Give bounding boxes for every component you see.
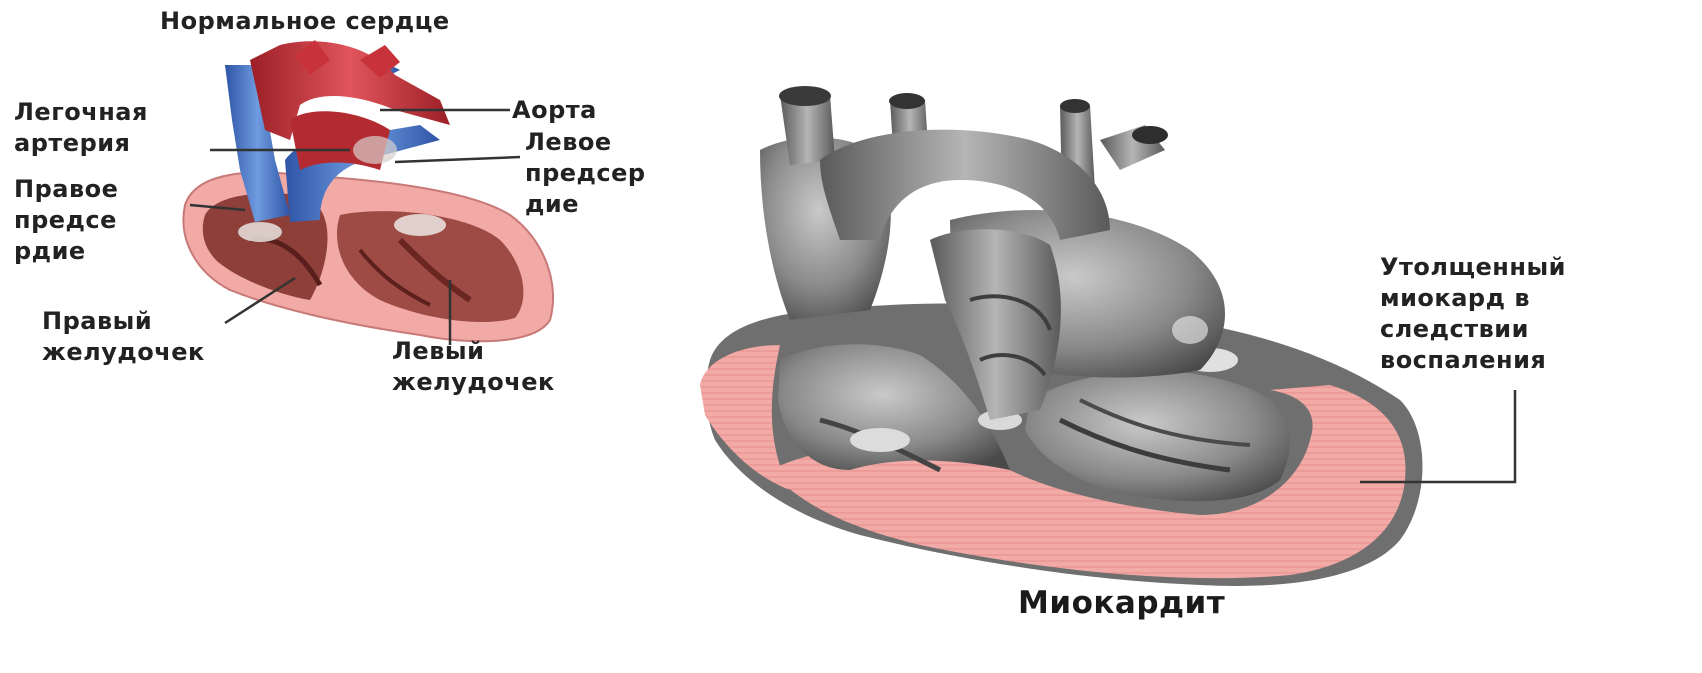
label-left-ventricle: Левый желудочек [392,336,555,398]
title-normal-heart: Нормальное сердце [160,6,450,37]
pointer-left-atrium [395,157,520,162]
label-left-atrium: Левое предсер дие [525,127,646,220]
label-thickened-myocardium-line4: воспаления [1380,345,1566,376]
label-right-atrium: Правое предсе рдие [14,174,118,267]
title-myocarditis: Миокардит [1018,588,1225,619]
label-right-atrium-line1: Правое [14,174,118,205]
label-right-atrium-line2: предсе [14,205,118,236]
label-left-ventricle-line1: Левый [392,336,555,367]
myocarditis-heart-illustration [700,86,1423,586]
label-pulmonary-artery-line2: артерия [14,128,148,159]
label-right-ventricle-line2: желудочек [42,337,205,368]
label-right-atrium-line3: рдие [14,236,118,267]
label-thickened-myocardium: Утолщенный миокард в следствии воспалени… [1380,252,1566,376]
label-left-atrium-line3: дие [525,189,646,220]
label-left-atrium-line2: предсер [525,158,646,189]
label-pulmonary-artery-line1: Легочная [14,97,148,128]
label-left-atrium-line1: Левое [525,127,646,158]
label-right-ventricle: Правый желудочек [42,306,205,368]
normal-heart-illustration [183,40,553,341]
label-aorta: Аорта [512,95,597,126]
label-thickened-myocardium-line2: миокард в [1380,283,1566,314]
label-pulmonary-artery: Легочная артерия [14,97,148,159]
label-thickened-myocardium-line3: следствии [1380,314,1566,345]
label-thickened-myocardium-line1: Утолщенный [1380,252,1566,283]
label-right-ventricle-line1: Правый [42,306,205,337]
label-left-ventricle-line2: желудочек [392,367,555,398]
